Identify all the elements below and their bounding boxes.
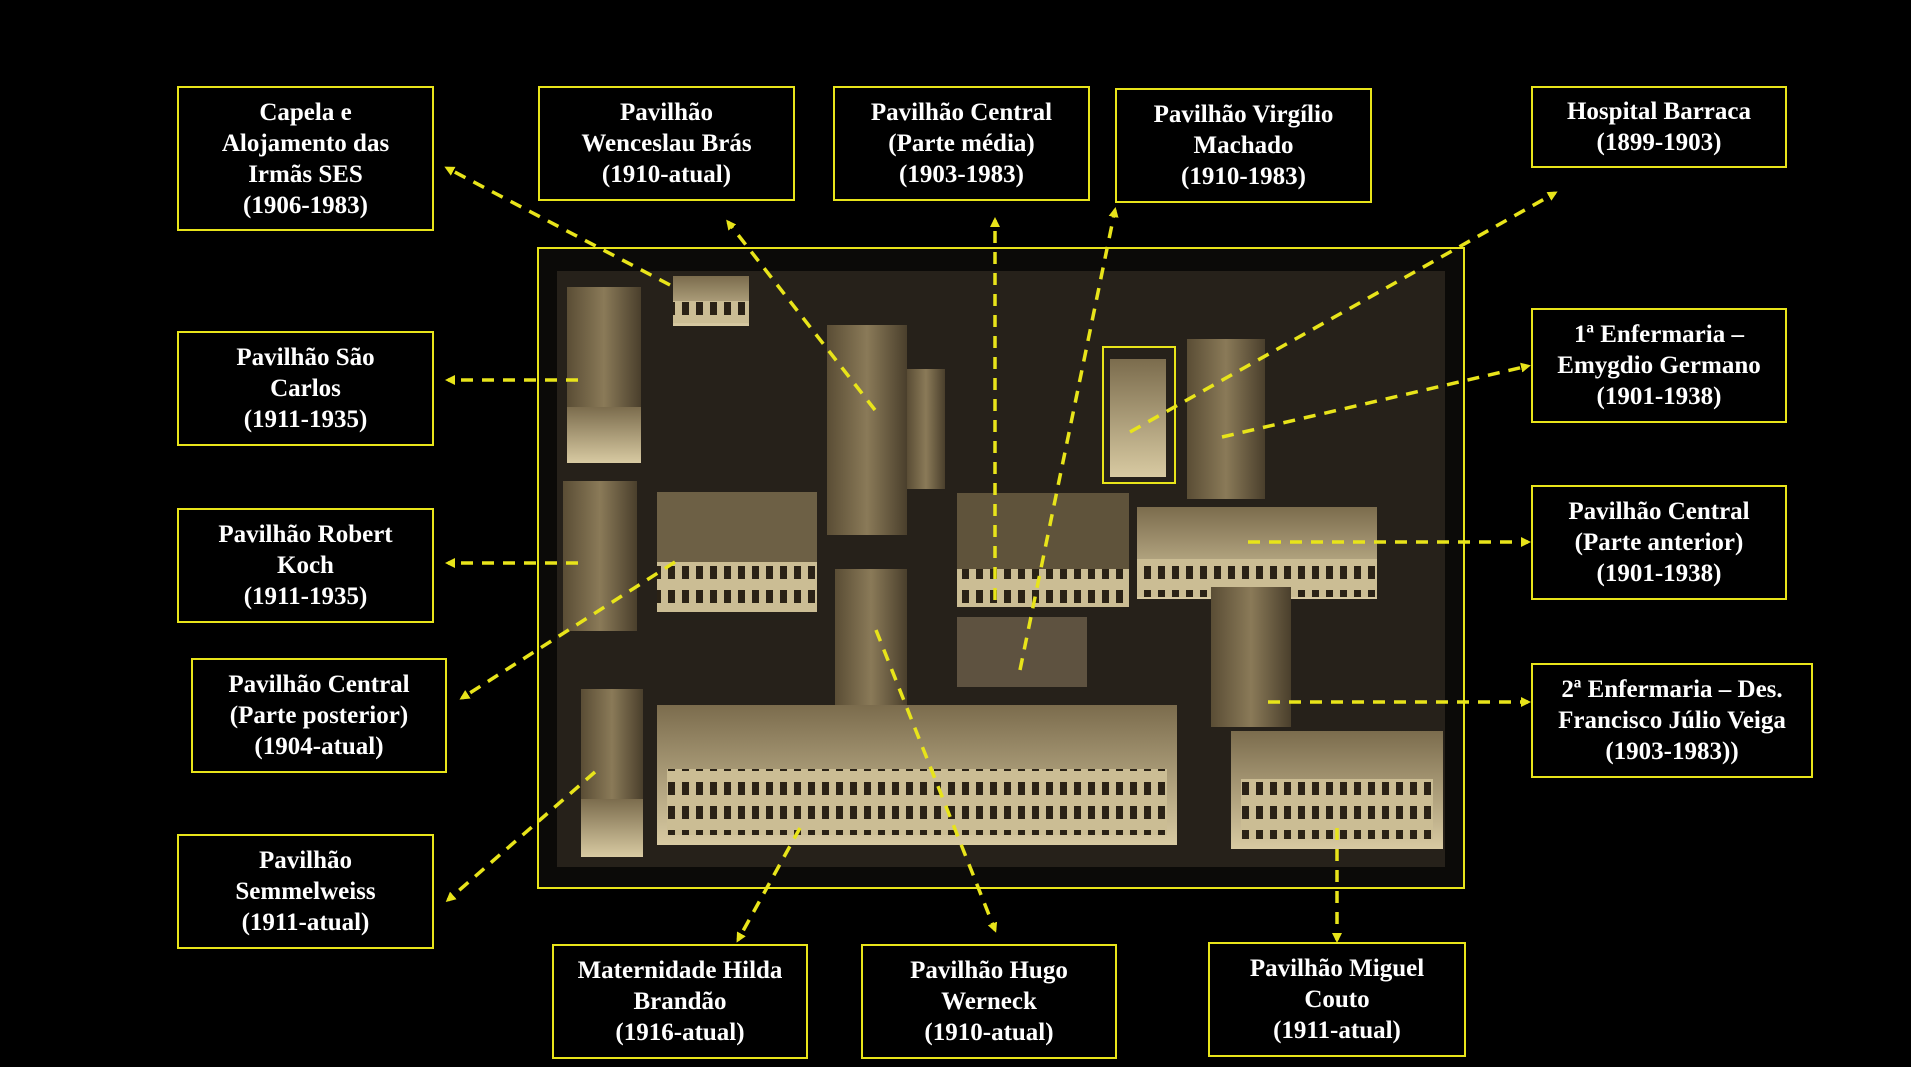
label-line: (1910-1983) <box>1181 163 1306 190</box>
label-line: (1906-1983) <box>243 191 368 219</box>
label-line: Werneck <box>941 988 1037 1015</box>
label-sao-carlos: Pavilhão São Carlos (1911-1935) <box>177 331 434 446</box>
label-enfermaria1: 1ª Enfermaria – Emygdio Germano (1901-19… <box>1531 308 1787 423</box>
label-couto: Pavilhão Miguel Couto (1911-atual) <box>1208 942 1466 1057</box>
label-line: (1899-1903) <box>1596 129 1722 156</box>
label-line: Maternidade Hilda <box>577 957 783 984</box>
label-virgilio: Pavilhão Virgílio Machado (1910-1983) <box>1115 88 1372 203</box>
label-line: Capela e <box>259 98 352 126</box>
label-line: 1ª Enfermaria – <box>1574 321 1744 348</box>
label-line: Pavilhão Virgílio <box>1153 101 1334 128</box>
label-line: Francisco Júlio Veiga <box>1558 707 1786 734</box>
label-line: Pavilhão Miguel <box>1249 955 1425 982</box>
label-line: Irmãs SES <box>248 160 363 188</box>
label-line: (Parte média) <box>888 130 1035 157</box>
label-line: Pavilhão Central <box>1568 498 1750 525</box>
label-line: (1916-atual) <box>615 1019 745 1046</box>
label-maternidade: Maternidade Hilda Brandão (1916-atual) <box>552 944 808 1059</box>
label-line: Pavilhão Hugo <box>910 957 1068 984</box>
label-line: (Parte anterior) <box>1574 529 1744 556</box>
label-central-posterior: Pavilhão Central (Parte posterior) (1904… <box>191 658 447 773</box>
label-line: (1911-1935) <box>243 583 368 610</box>
label-central-media: Pavilhão Central (Parte média) (1903-198… <box>833 86 1090 201</box>
label-line: 2ª Enfermaria – Des. <box>1561 676 1783 703</box>
label-line: (1901-1938) <box>1596 383 1722 410</box>
label-line: Emygdio Germano <box>1557 352 1761 379</box>
label-line: Pavilhão Robert <box>218 521 393 548</box>
label-semmelweiss: Pavilhão Semmelweiss (1911-atual) <box>177 834 434 949</box>
aerial-photo-drawing <box>557 271 1445 867</box>
label-line: (1903-1983)) <box>1605 738 1739 765</box>
label-line: Pavilhão Central <box>228 671 410 698</box>
label-line: (1904-atual) <box>254 733 384 760</box>
label-line: (1910-atual) <box>924 1019 1054 1046</box>
label-line: (1911-atual) <box>241 909 370 936</box>
label-line: Hospital Barraca <box>1566 98 1751 125</box>
label-enfermaria2: 2ª Enfermaria – Des. Francisco Júlio Vei… <box>1531 663 1813 778</box>
label-line: Koch <box>277 552 334 579</box>
label-line: Pavilhão Central <box>870 99 1053 126</box>
label-line: (1911-atual) <box>1273 1017 1401 1044</box>
label-line: Wenceslau Brás <box>581 130 752 157</box>
label-line: Couto <box>1304 986 1370 1013</box>
label-koch: Pavilhão Robert Koch (1911-1935) <box>177 508 434 623</box>
label-line: (1903-1983) <box>899 161 1024 188</box>
label-line: (1910-atual) <box>601 161 732 188</box>
label-barraca: Hospital Barraca (1899-1903) <box>1531 86 1787 168</box>
label-line: Pavilhão <box>258 847 353 874</box>
label-line: Pavilhão São <box>236 344 375 371</box>
label-line: (Parte posterior) <box>229 702 409 729</box>
label-line: (1901-1938) <box>1596 560 1722 587</box>
label-capela: Capela e Alojamento das Irmãs SES (1906-… <box>177 86 434 231</box>
label-line: Semmelweiss <box>235 878 376 905</box>
label-central-anterior: Pavilhão Central (Parte anterior) (1901-… <box>1531 485 1787 600</box>
label-werneck: Pavilhão Hugo Werneck (1910-atual) <box>861 944 1117 1059</box>
label-line: Carlos <box>270 375 341 402</box>
label-line: Machado <box>1193 132 1294 159</box>
aerial-photo <box>537 247 1465 889</box>
label-line: Pavilhão <box>619 99 714 126</box>
label-line: (1911-1935) <box>243 406 368 433</box>
label-line: Alojamento das <box>221 129 390 157</box>
label-line: Brandão <box>633 988 727 1015</box>
label-wenceslau: Pavilhão Wenceslau Brás (1910-atual) <box>538 86 795 201</box>
